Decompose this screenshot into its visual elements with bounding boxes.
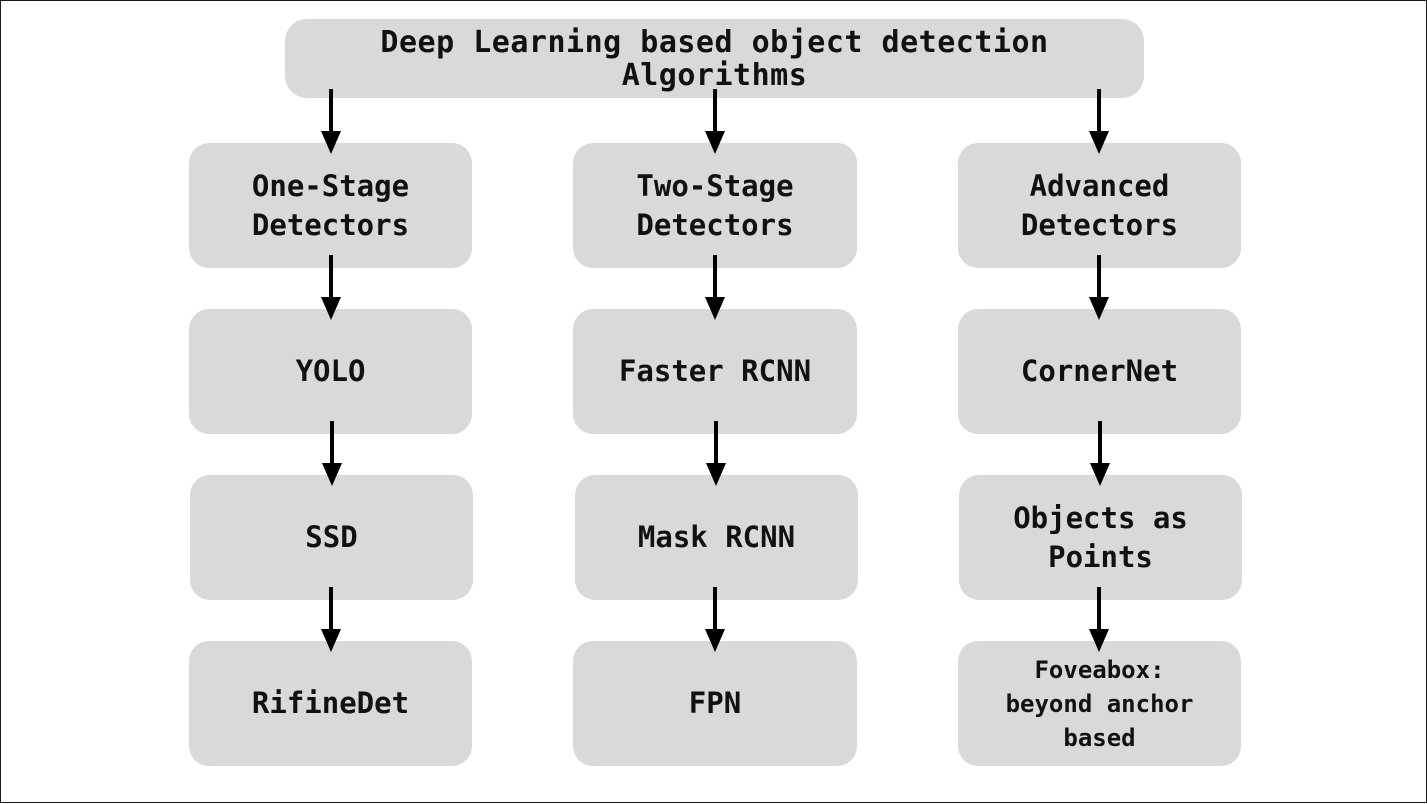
objects-as-points-box: Objects as Points (959, 475, 1242, 600)
two-stage-detectors-box: Two-Stage Detectors (573, 143, 857, 268)
title-text: Deep Learning based object detection Alg… (380, 24, 1049, 93)
yolo-label: YOLO (295, 354, 366, 388)
ssd-label: SSD (305, 520, 358, 554)
objects-as-points-label: Objects as Points (1013, 500, 1188, 574)
fpn-label: FPN (688, 686, 742, 720)
rifinedet-box: RifineDet (189, 641, 472, 766)
one-stage-detectors-label: One-Stage Detectors (251, 168, 410, 242)
rifinedet-label: RifineDet (251, 686, 410, 720)
ssd-box: SSD (190, 475, 473, 600)
two-stage-detectors-label: Two-Stage Detectors (636, 168, 794, 242)
advanced-detectors-box: Advanced Detectors (958, 143, 1241, 268)
mask-rcnn-box: Mask RCNN (575, 475, 858, 600)
cornernet-box: CornerNet (958, 309, 1241, 434)
fpn-box: FPN (573, 641, 857, 766)
one-stage-detectors-box: One-Stage Detectors (189, 143, 472, 268)
faster-rcnn-label: Faster RCNN (618, 354, 812, 388)
foveabox-box: Foveabox: beyond anchor based (958, 641, 1241, 766)
advanced-detectors-label: Advanced Detectors (1020, 168, 1179, 242)
faster-rcnn-box: Faster RCNN (573, 309, 857, 434)
mask-rcnn-label: Mask RCNN (637, 520, 796, 554)
cornernet-label: CornerNet (1020, 354, 1179, 388)
title-box: Deep Learning based object detection Alg… (285, 19, 1144, 98)
yolo-box: YOLO (189, 309, 472, 434)
foveabox-label: Foveabox: beyond anchor based (1005, 655, 1194, 752)
